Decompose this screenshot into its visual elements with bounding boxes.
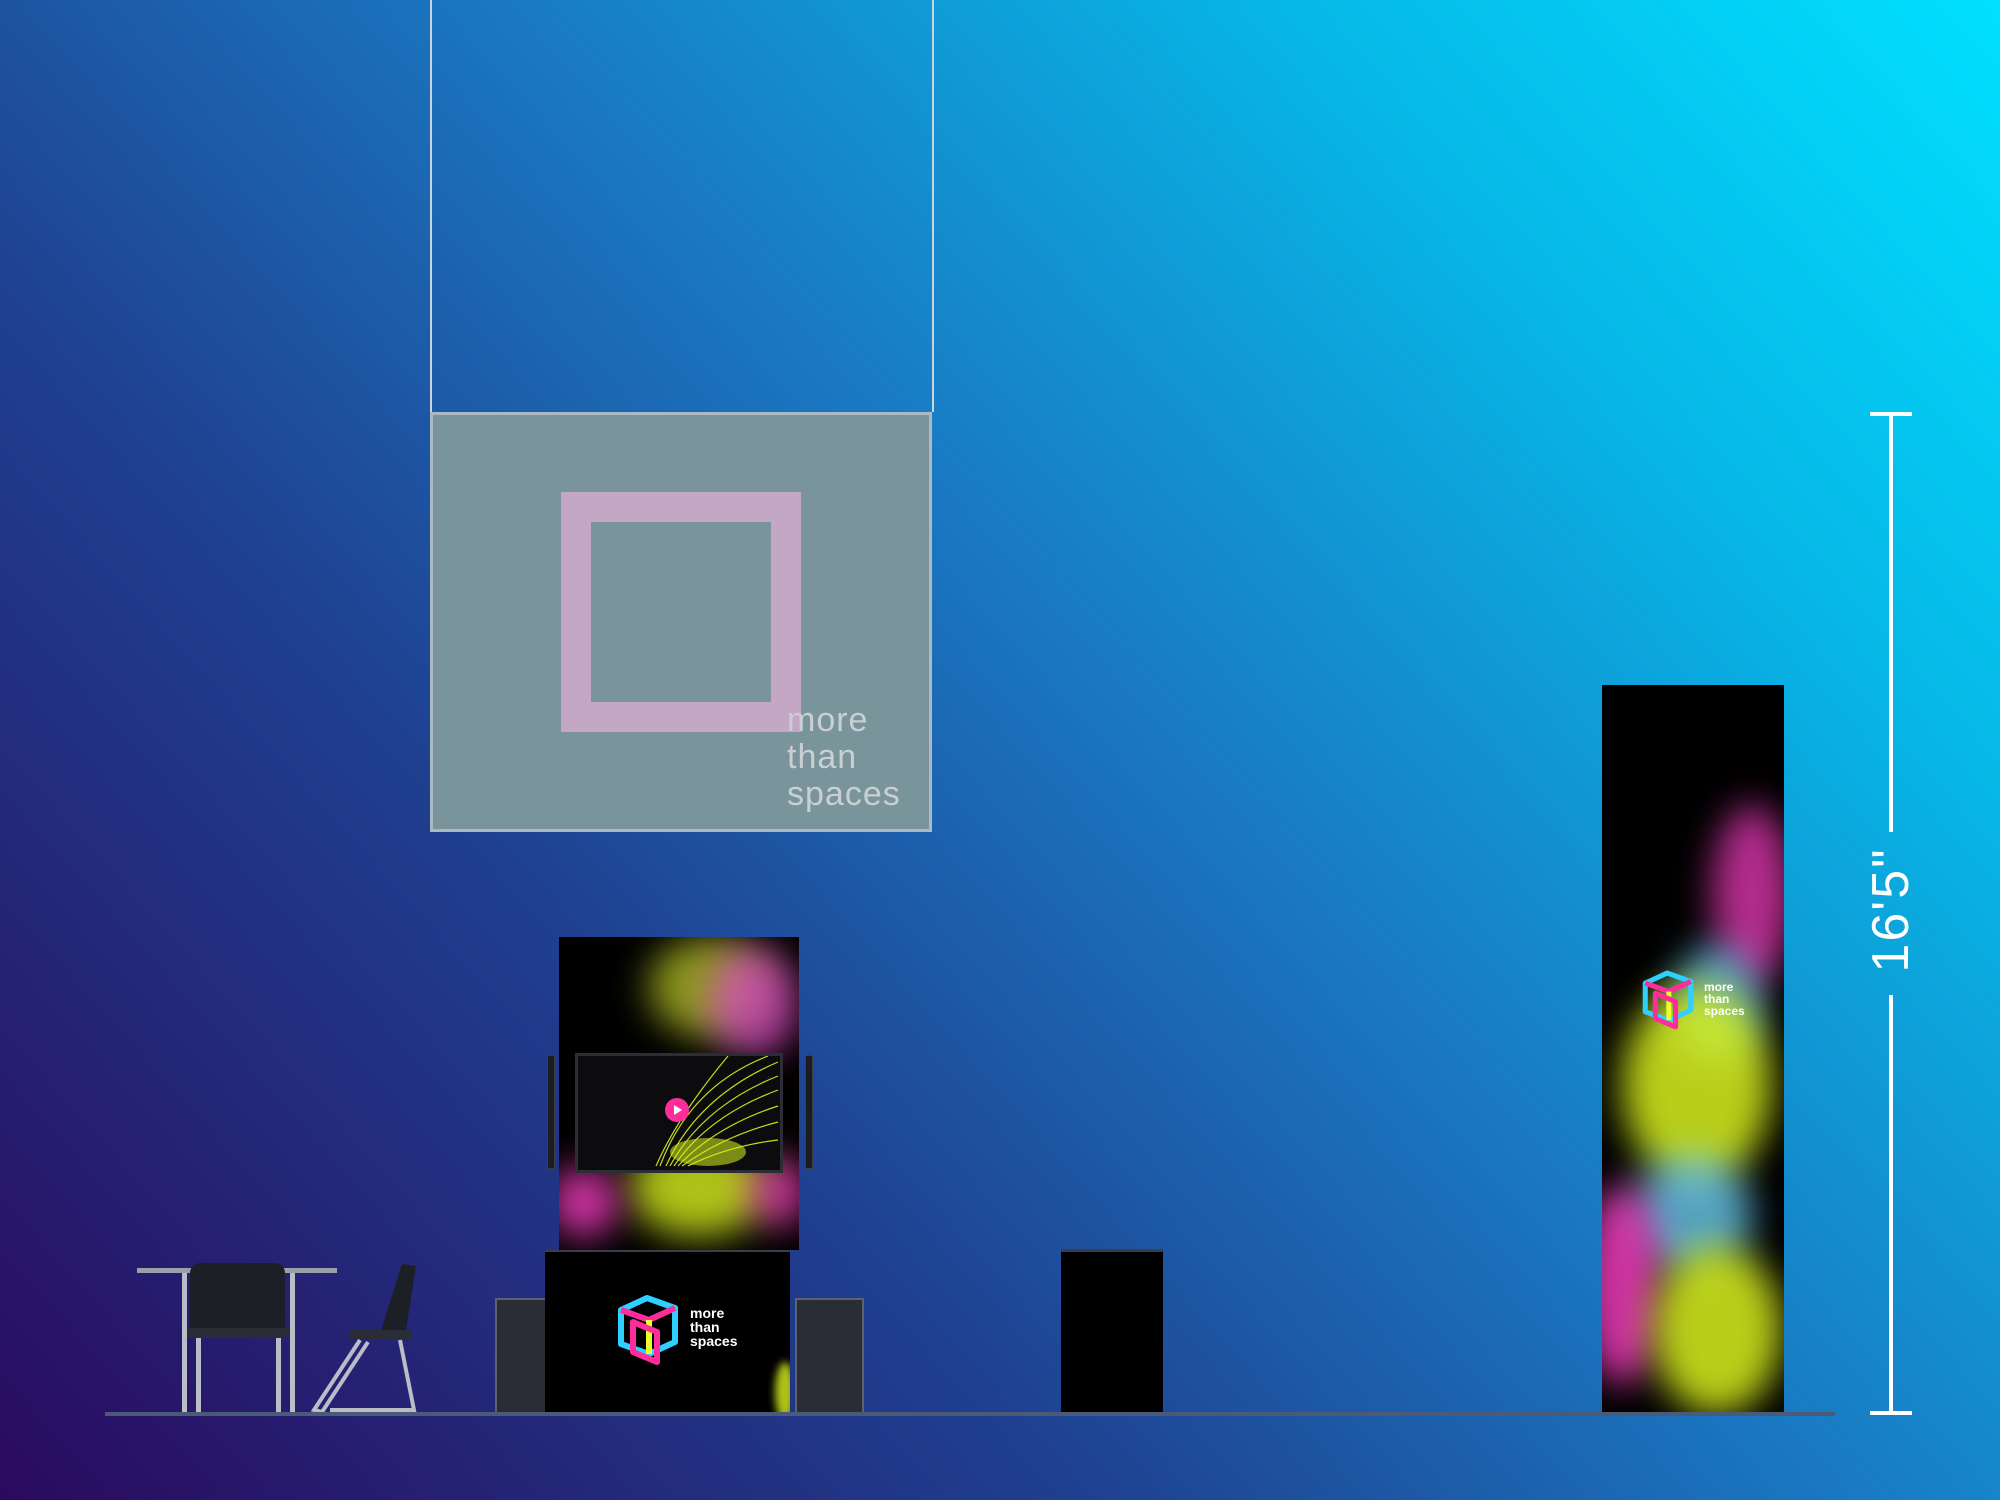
chair-left-seat: [186, 1328, 289, 1338]
smoke-pink: [559, 1167, 619, 1237]
sign-wordmark: more than spaces: [787, 701, 901, 813]
chair-left-back: [190, 1263, 285, 1331]
counter-wordmark: more than spaces: [690, 1305, 738, 1349]
chair-left-leg: [196, 1338, 201, 1413]
smoke-yellow: [1622, 985, 1772, 1185]
chair-left-leg: [276, 1338, 281, 1413]
hanging-sign: more than spaces: [430, 412, 932, 832]
speaker-left: [547, 1055, 555, 1169]
dimension-line-upper: [1889, 412, 1893, 832]
pedestal: [1061, 1249, 1163, 1415]
counter: more than spaces: [545, 1250, 790, 1414]
chair-left-leg: [182, 1273, 187, 1413]
smoke-yellow: [1652, 1245, 1782, 1412]
impossible-cube-logo: [618, 1295, 678, 1365]
tall-tower: more than spaces: [1602, 685, 1784, 1412]
monitor: [575, 1053, 783, 1173]
chair-right: [310, 1264, 417, 1415]
dimension-tick-bottom: [1870, 1411, 1912, 1415]
sign-square-logo: [561, 492, 801, 732]
smoke-pink: [709, 947, 799, 1057]
floor-line: [105, 1412, 1835, 1416]
hanging-cable-left: [430, 0, 432, 412]
tower-wordmark: more than spaces: [1704, 980, 1745, 1018]
hanging-cable-right: [932, 0, 934, 412]
bench-right: [795, 1298, 864, 1414]
play-icon[interactable]: [665, 1098, 689, 1122]
chair-left-leg: [290, 1273, 295, 1413]
impossible-cube-logo: [1642, 970, 1694, 1030]
dimension-label: 16'5": [1862, 847, 1920, 973]
smoke-yellow: [775, 1362, 790, 1414]
dimension-line-lower: [1889, 995, 1893, 1415]
speaker-right: [805, 1055, 813, 1169]
